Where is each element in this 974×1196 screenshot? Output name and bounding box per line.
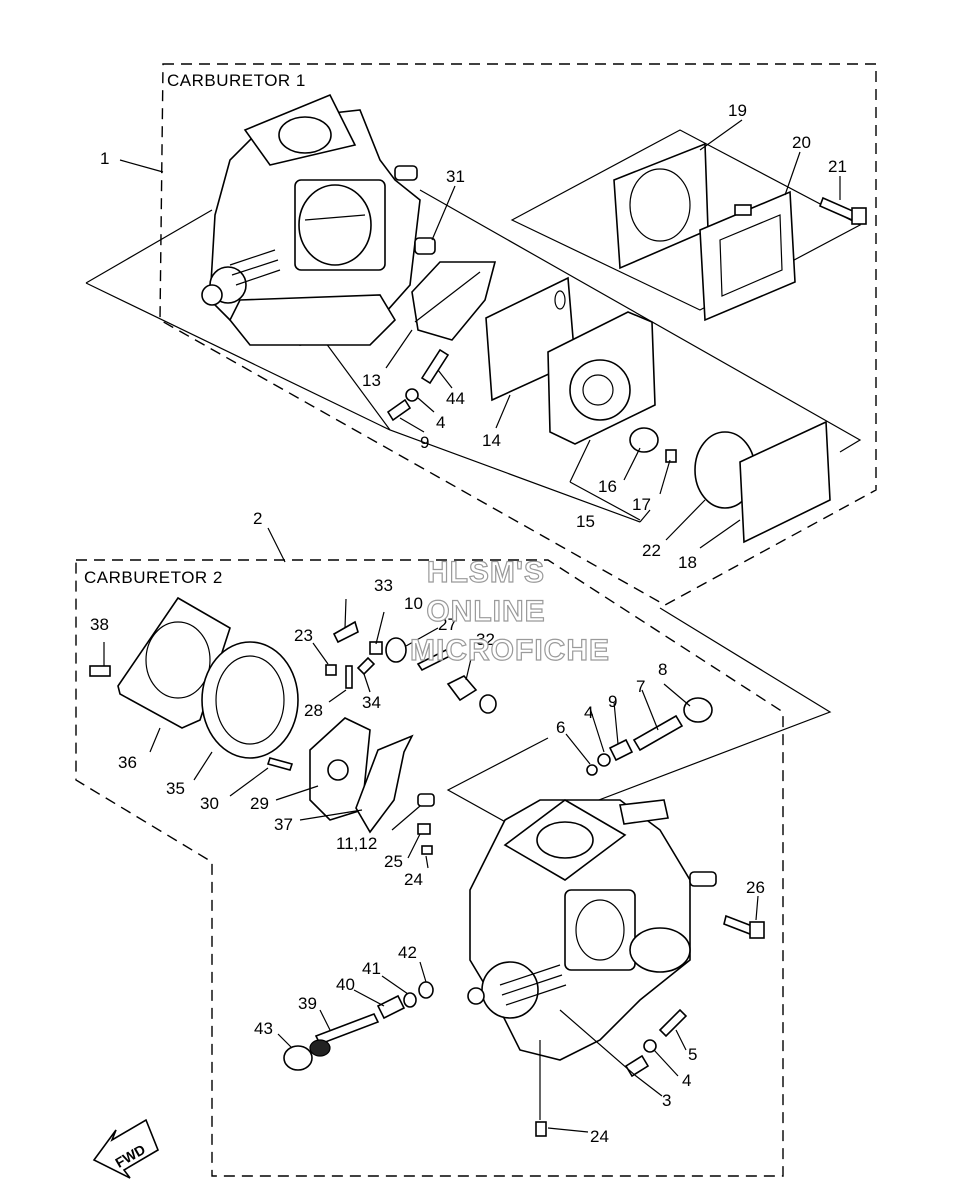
- callout-24-c2b: 24: [590, 1127, 609, 1146]
- callout-16: 16: [598, 477, 617, 496]
- callout-3: 3: [662, 1091, 671, 1110]
- callout-37: 37: [274, 815, 293, 834]
- part-9-spring-c1: [386, 398, 412, 422]
- part-25-jet: [417, 823, 431, 835]
- callout-40: 40: [336, 975, 355, 994]
- callout-4-c1: 4: [436, 413, 445, 432]
- part-17-screw: [665, 449, 677, 463]
- callout-7: 7: [636, 677, 645, 696]
- part-28-pin: [345, 665, 353, 689]
- part-21-bolt: [818, 196, 867, 225]
- part-32-plug: [446, 675, 497, 714]
- part-34-spring: [356, 656, 376, 676]
- callout-32: 32: [476, 630, 495, 649]
- callout-23: 23: [294, 626, 313, 645]
- part-20-cover: [699, 190, 796, 322]
- callout-10: 10: [404, 594, 423, 613]
- callout-18: 18: [678, 553, 697, 572]
- callout-22: 22: [642, 541, 661, 560]
- part-29-cover: [309, 717, 371, 821]
- part-23-screw: [325, 664, 337, 676]
- part-13-diaphragm: [411, 261, 497, 341]
- callout-15: 15: [576, 512, 595, 531]
- watermark-line-2: ONLINE: [426, 595, 545, 628]
- part-35-diaphragm: [201, 641, 299, 759]
- callout-17: 17: [632, 495, 651, 514]
- callout-11-12: 11,12: [336, 834, 377, 853]
- part-40-spring: [376, 994, 406, 1020]
- callout-44: 44: [446, 389, 465, 408]
- callout-20: 20: [792, 133, 811, 152]
- callout-21: 21: [828, 157, 847, 176]
- callout-13: 13: [362, 371, 381, 390]
- part-27-valve: [385, 637, 452, 672]
- part-11-12-jet: [417, 793, 435, 807]
- callout-34: 34: [362, 693, 381, 712]
- callout-38: 38: [90, 615, 109, 634]
- carburetor-1-boundary: [85, 63, 877, 606]
- part-9-spring-c2: [608, 738, 634, 762]
- carburetor-1-title: CARBURETOR 1: [167, 71, 306, 90]
- carburetor-2-body: [467, 799, 717, 1120]
- callout-26: 26: [746, 878, 765, 897]
- part-4-washer-c2b: [643, 1039, 657, 1053]
- leader-lines: [103, 119, 841, 1133]
- callout-33: 33: [374, 576, 393, 595]
- callout-31: 31: [446, 167, 465, 186]
- part-42-o-ring: [418, 981, 434, 999]
- callout-14: 14: [482, 431, 501, 450]
- callout-2: 2: [253, 509, 262, 528]
- part-26-bolt: [723, 914, 765, 939]
- callout-9-c1: 9: [420, 433, 429, 452]
- callout-27: 27: [438, 615, 457, 634]
- callout-4-c2b: 4: [682, 1071, 691, 1090]
- part-24-screw-c2a: [421, 845, 433, 855]
- part-4-washer-c1: [405, 388, 419, 402]
- part-38-screw: [89, 665, 111, 677]
- callout-1: 1: [100, 149, 109, 168]
- callout-39: 39: [298, 994, 317, 1013]
- part-24-screw-c2b: [535, 1121, 547, 1137]
- part-4-washer-c2a: [597, 753, 611, 767]
- part-43-cap: [283, 1045, 313, 1071]
- callout-41: 41: [362, 959, 381, 978]
- callout-42: 42: [398, 943, 417, 962]
- callout-25: 25: [384, 852, 403, 871]
- callout-4-c2a: 4: [584, 703, 593, 722]
- part-18-gasket: [739, 420, 831, 544]
- carburetor-2-title: CARBURETOR 2: [84, 568, 223, 587]
- part-37-plate: [355, 734, 414, 834]
- part-6-o-ring: [586, 764, 598, 776]
- callout-6: 6: [556, 718, 565, 737]
- callout-35: 35: [166, 779, 185, 798]
- callout-24-c2a: 24: [404, 870, 423, 889]
- callout-5: 5: [688, 1045, 697, 1064]
- callout-9-c2: 9: [608, 692, 617, 711]
- callout-29: 29: [250, 794, 269, 813]
- watermark-line-1: HLSM'S: [427, 556, 545, 589]
- part-41-washer: [403, 992, 417, 1008]
- part-8-cap: [683, 697, 713, 723]
- part-33-clip: [332, 620, 359, 644]
- part-39-screw: [309, 1012, 380, 1057]
- carburetor-1-body: [201, 93, 421, 346]
- watermark-line-3: MICROFICHE: [410, 634, 610, 667]
- callout-43: 43: [254, 1019, 273, 1038]
- fwd-arrow-icon: FWD: [92, 1118, 159, 1179]
- part-7-screw: [632, 714, 684, 752]
- part-5-needle: [658, 1008, 688, 1038]
- part-3-spring: [624, 1054, 650, 1078]
- part-30-screw: [266, 757, 294, 771]
- callout-19: 19: [728, 101, 747, 120]
- part-16-disc: [629, 427, 659, 453]
- part-15-pump-body: [547, 311, 656, 445]
- callout-30: 30: [200, 794, 219, 813]
- callout-36: 36: [118, 753, 137, 772]
- part-31-plug: [414, 237, 436, 255]
- callout-8: 8: [658, 660, 667, 679]
- part-44-needle: [420, 348, 450, 385]
- callout-28: 28: [304, 701, 323, 720]
